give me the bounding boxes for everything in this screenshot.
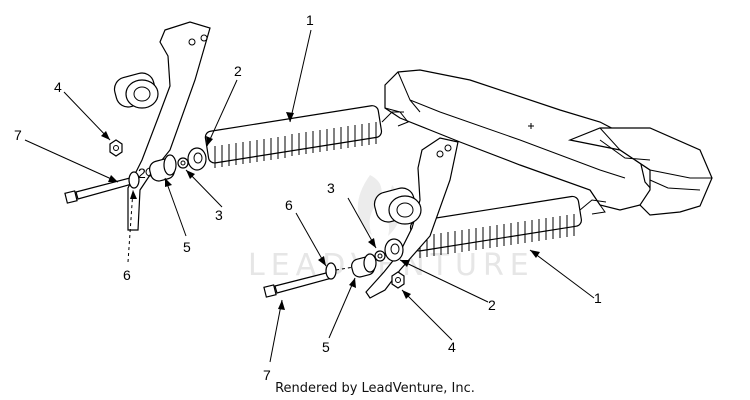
left-hardware xyxy=(64,139,207,204)
callout-left-bolt: 7 xyxy=(14,127,22,143)
right-spacer xyxy=(384,238,404,262)
right-bushing xyxy=(351,253,377,278)
right-hardware xyxy=(263,238,405,298)
callout-left-spring: 1 xyxy=(306,12,314,28)
callout-right-bushing: 5 xyxy=(322,339,330,355)
callout-right-washer: 6 xyxy=(285,197,293,213)
callout-labels: 1 2 4 7 6 5 3 1 2 3 4 6 5 7 3 xyxy=(14,12,602,383)
callout-left-spacer: 2 xyxy=(234,63,242,79)
left-spring xyxy=(204,105,404,168)
callout-left-nut: 4 xyxy=(54,79,62,95)
right-nut xyxy=(391,271,405,289)
left-bracket-plate: 2 xyxy=(113,21,211,231)
left-bushing xyxy=(149,154,177,182)
left-bolt xyxy=(64,177,133,204)
leader-lines xyxy=(24,29,595,363)
callout-right-spring: 1 xyxy=(594,290,602,306)
callout-right-bolt: 7 xyxy=(263,367,271,383)
callout-right-nut: 4 xyxy=(448,339,456,355)
callout-deck-mark: 3 xyxy=(528,116,536,132)
left-washer xyxy=(128,171,140,189)
right-bracket-plate xyxy=(365,137,459,299)
left-spacer xyxy=(187,147,207,171)
footer-credit: Rendered by LeadVenture, Inc. xyxy=(275,381,475,396)
deck-frame xyxy=(384,69,713,216)
callout-right-spacer: 2 xyxy=(488,297,496,313)
callout-left-nut-small: 3 xyxy=(215,207,223,223)
left-nut xyxy=(109,139,123,157)
callout-right-nut-small: 3 xyxy=(327,180,335,196)
left-plate-mark: 2 xyxy=(138,165,146,181)
left-spring-coils xyxy=(214,122,377,168)
right-nut-small xyxy=(374,250,386,262)
callout-left-washer: 6 xyxy=(123,267,131,283)
callout-left-bushing: 5 xyxy=(183,239,191,255)
right-washer xyxy=(325,262,337,280)
left-nut-small xyxy=(177,157,189,169)
